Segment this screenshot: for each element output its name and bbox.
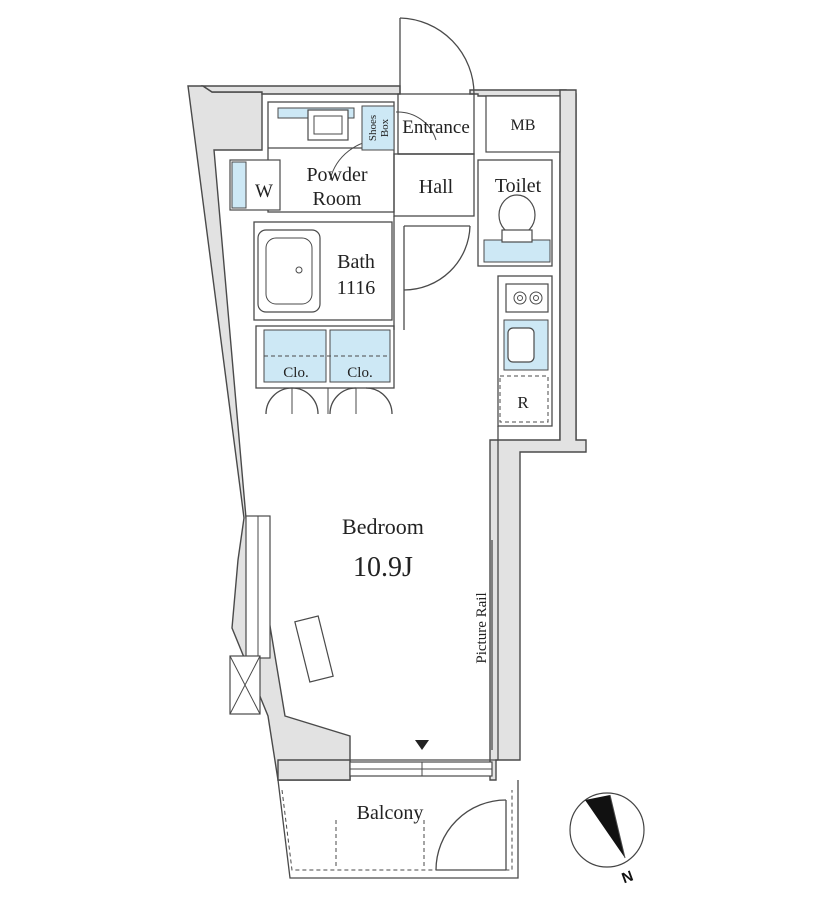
entrance-label: Entrance <box>402 117 470 138</box>
bath-label: Bath <box>337 251 375 273</box>
compass-needle-icon <box>585 795 625 858</box>
balcony-label: Balcony <box>357 802 424 824</box>
compass: N <box>569 792 645 888</box>
bedroom-size-label: 10.9J <box>353 552 413 583</box>
bedroom-label: Bedroom <box>342 514 424 539</box>
toilet-label: Toilet <box>495 175 542 197</box>
picture-rail-label: Picture Rail <box>474 592 490 663</box>
compass-north-label: N <box>620 868 636 888</box>
interior-walls <box>253 93 561 761</box>
washer-label: W <box>255 181 273 202</box>
fixtures <box>229 105 551 777</box>
closet-label-1: Clo. <box>283 365 308 381</box>
shoes-box-label-1: Shoes <box>367 115 379 141</box>
doors <box>265 17 507 871</box>
powder-room-label-1: Powder <box>306 164 367 186</box>
compass-ring <box>569 792 645 868</box>
powder-room-label-2: Room <box>313 188 362 210</box>
hall-label: Hall <box>419 176 454 198</box>
mb-label: MB <box>511 117 536 134</box>
bath-size-label: 1116 <box>337 277 376 299</box>
shoes-box-label-2: Box <box>379 118 391 137</box>
closet-label-2: Clo. <box>347 365 372 381</box>
refrigerator-label: R <box>517 393 529 412</box>
room-labels: Entrance MB Shoes Box Powder Room W Hall… <box>255 115 542 824</box>
balcony <box>277 779 519 879</box>
